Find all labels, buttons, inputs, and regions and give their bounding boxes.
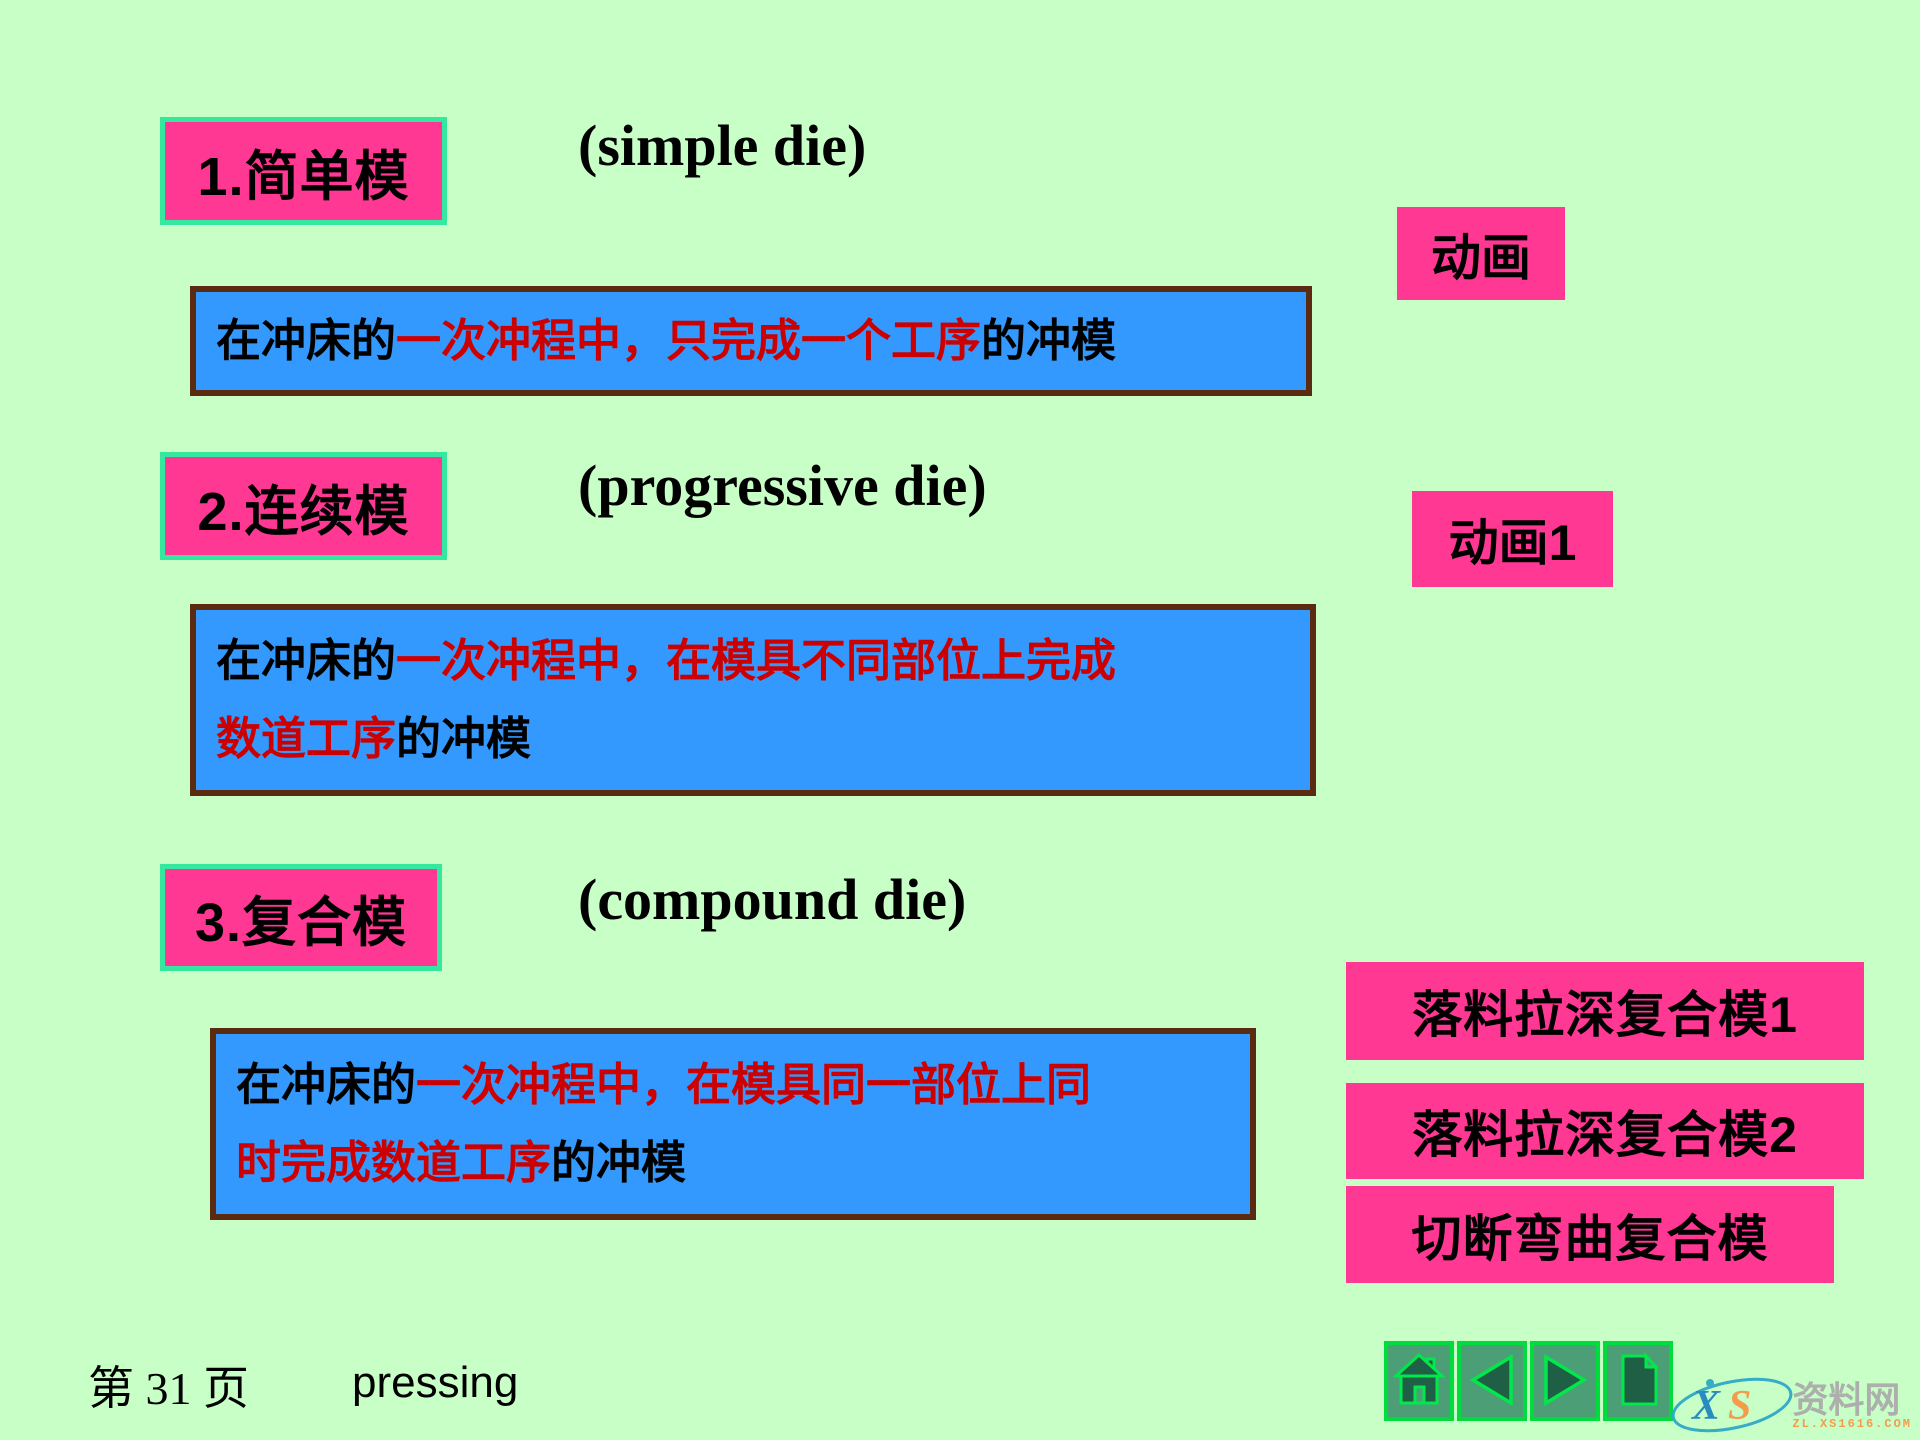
definition-text: 在冲床的 xyxy=(236,1059,417,1110)
home-button[interactable] xyxy=(1384,1341,1454,1421)
section-2-label-box: 2.连续模 xyxy=(160,452,447,560)
definition-line: 在冲床的一次冲程中，只完成一个工序的冲模 xyxy=(216,302,1286,380)
compound-die-button-2-label: 落料拉深复合模2 xyxy=(1412,1107,1798,1163)
watermark-site-url: ZL.XS1616.COM xyxy=(1792,1416,1912,1431)
animation-button-2-label: 动画1 xyxy=(1448,515,1577,571)
compound-die-button-3-label: 切断弯曲复合模 xyxy=(1411,1210,1769,1267)
definition-text: 的冲模 xyxy=(981,315,1117,366)
section-3-label: 3.复合模 xyxy=(194,893,408,953)
svg-text:X: X xyxy=(1690,1383,1721,1429)
back-button[interactable] xyxy=(1457,1341,1527,1421)
section-1-label: 1.简单模 xyxy=(197,146,410,207)
definition-line: 数道工序的冲模 xyxy=(216,700,1290,778)
definition-line: 在冲床的一次冲程中，在模具不同部位上完成 xyxy=(216,622,1290,700)
definition-text: 在冲床的 xyxy=(216,635,397,686)
definition-text: 的冲模 xyxy=(551,1137,687,1188)
watermark-site-name: 资料网 xyxy=(1792,1378,1901,1420)
animation-button-1-label: 动画 xyxy=(1431,229,1531,286)
definition-highlight: 一次冲程中，在模具同一部位上同 xyxy=(416,1059,1092,1110)
home-icon xyxy=(1392,1352,1446,1411)
page-number: 第 31 页 xyxy=(88,1363,249,1414)
svg-text:S: S xyxy=(1728,1383,1751,1429)
section-1-label-box: 1.简单模 xyxy=(160,117,447,225)
section-2-english-title: (progressive die) xyxy=(578,453,987,518)
definition-line: 在冲床的一次冲程中，在模具同一部位上同 xyxy=(236,1046,1230,1124)
navigation-bar xyxy=(1384,1341,1673,1421)
document-icon xyxy=(1612,1351,1664,1411)
section-2-label: 2.连续模 xyxy=(197,481,410,542)
compound-die-button-3[interactable]: 切断弯曲复合模 xyxy=(1346,1186,1834,1283)
animation-button-1[interactable]: 动画 xyxy=(1397,207,1565,300)
compound-die-button-1-label: 落料拉深复合模1 xyxy=(1412,987,1798,1043)
watermark-text: 资料网 ZL.XS1616.COM xyxy=(1792,1378,1912,1431)
watermark-logo: X S xyxy=(1666,1375,1798,1438)
footer-topic-label: pressing xyxy=(352,1358,519,1407)
section-3-label-box: 3.复合模 xyxy=(160,864,442,971)
definition-highlight: 数道工序 xyxy=(216,713,397,764)
watermark: X S 资料网 ZL.XS1616.COM xyxy=(1666,1375,1912,1438)
document-button[interactable] xyxy=(1603,1341,1673,1421)
section-1-definition-box: 在冲床的一次冲程中，只完成一个工序的冲模 xyxy=(190,286,1312,396)
definition-highlight: 时完成数道工序 xyxy=(236,1137,552,1188)
back-icon xyxy=(1466,1352,1518,1411)
animation-button-2[interactable]: 动画1 xyxy=(1412,491,1613,587)
definition-text: 的冲模 xyxy=(396,713,532,764)
definition-highlight: 一次冲程中，在模具不同部位上完成 xyxy=(396,635,1117,686)
compound-die-button-2[interactable]: 落料拉深复合模2 xyxy=(1346,1083,1864,1179)
definition-text: 在冲床的 xyxy=(216,315,397,366)
definition-line: 时完成数道工序的冲模 xyxy=(236,1124,1230,1202)
section-3-english-title: (compound die) xyxy=(578,867,967,932)
compound-die-button-1[interactable]: 落料拉深复合模1 xyxy=(1346,962,1864,1060)
forward-button[interactable] xyxy=(1530,1341,1600,1421)
forward-icon xyxy=(1539,1352,1591,1411)
section-1-english-title: (simple die) xyxy=(578,113,867,178)
definition-highlight: 一次冲程中，只完成一个工序 xyxy=(396,315,982,366)
section-3-definition-box: 在冲床的一次冲程中，在模具同一部位上同 时完成数道工序的冲模 xyxy=(210,1028,1256,1220)
section-2-definition-box: 在冲床的一次冲程中，在模具不同部位上完成 数道工序的冲模 xyxy=(190,604,1316,796)
